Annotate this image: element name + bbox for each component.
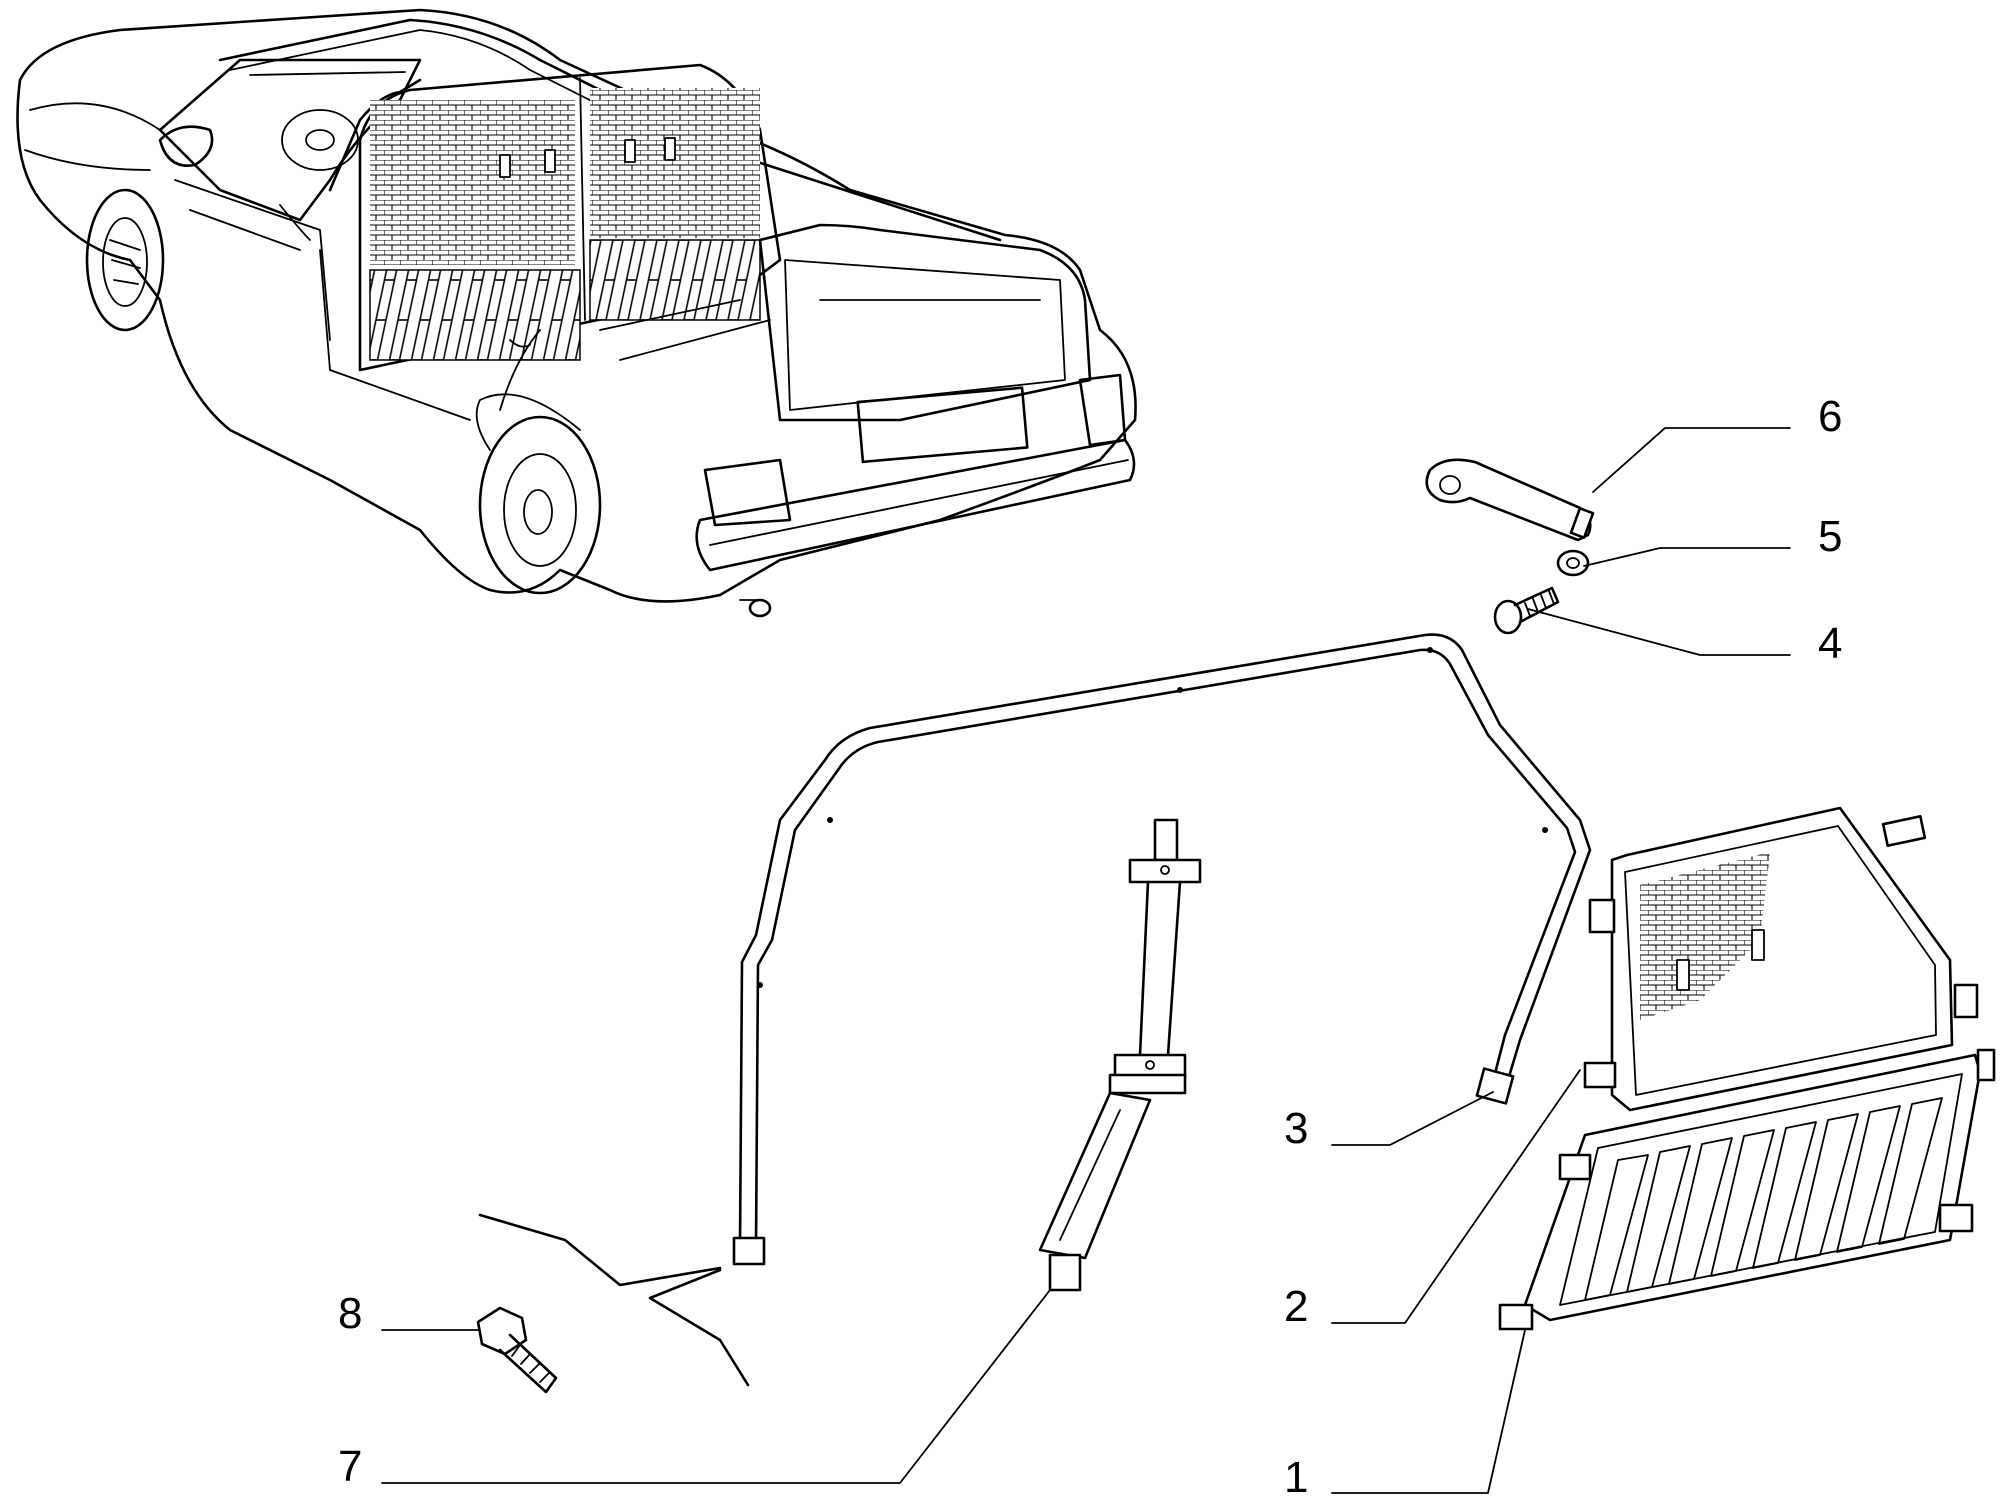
callout-1: 1 <box>1284 1453 1308 1502</box>
callout-8: 8 <box>338 1289 362 1338</box>
callout-6: 6 <box>1818 392 1842 441</box>
bolt-part-8 <box>476 1306 558 1394</box>
lower-panel-slats <box>1584 1097 1943 1301</box>
lower-panel-part-1 <box>1498 1048 1996 1331</box>
car-divider-net <box>358 63 782 372</box>
leader-lines <box>381 427 1791 1494</box>
strap-part-6 <box>1425 458 1595 542</box>
frame-tube-part-3 <box>732 633 1592 1266</box>
callout-2: 2 <box>1284 1282 1308 1331</box>
upper-panel-part-2 <box>1583 806 1979 1112</box>
callout-5: 5 <box>1818 512 1842 561</box>
floor-reference-line <box>478 1213 750 1387</box>
callout-3: 3 <box>1284 1104 1308 1153</box>
station-wagon-illustration <box>16 8 1137 618</box>
screw-part-4 <box>1493 586 1560 635</box>
vertical-bracket-part-7 <box>1038 818 1202 1292</box>
callout-labels: 6 5 4 3 2 1 8 7 <box>338 392 1842 1502</box>
callout-4: 4 <box>1818 619 1842 668</box>
callout-7: 7 <box>338 1442 362 1491</box>
washer-part-5 <box>1556 549 1590 577</box>
